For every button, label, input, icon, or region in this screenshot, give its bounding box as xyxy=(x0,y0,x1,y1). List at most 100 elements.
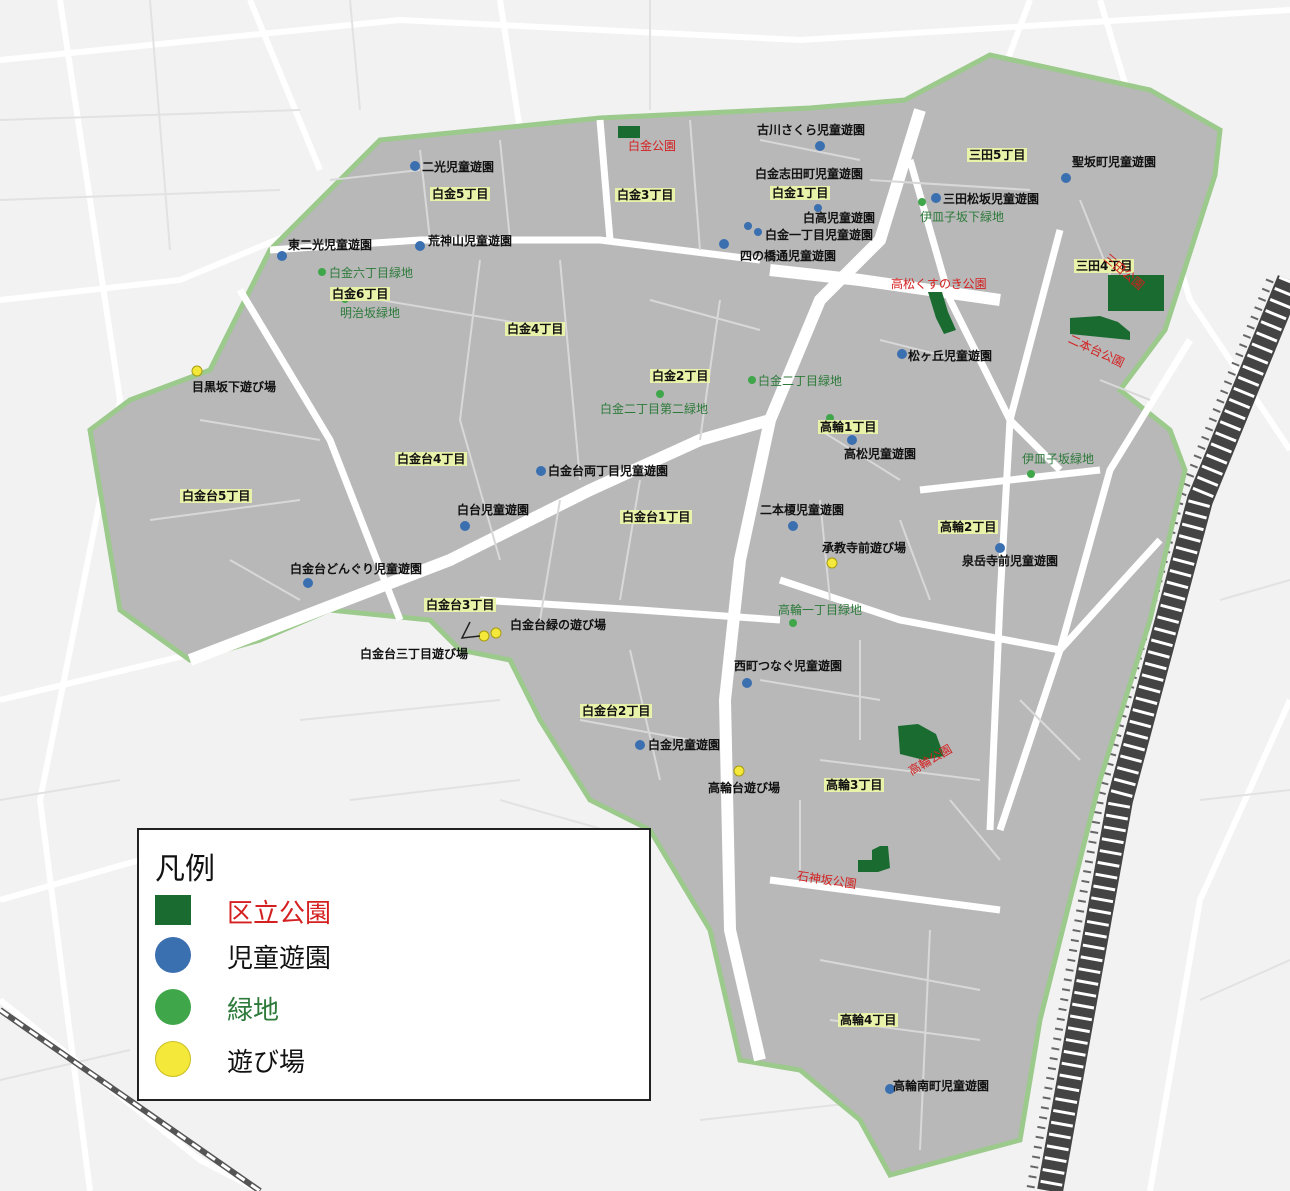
legend-label: 遊び場 xyxy=(227,1048,306,1078)
marker-nihon-enoki xyxy=(788,521,798,531)
marker-shirokanedai-ryo xyxy=(536,466,546,476)
park-nishidai xyxy=(1070,316,1130,340)
park-takanawa xyxy=(898,724,944,760)
marker-kotohira xyxy=(415,241,425,251)
marker-donguri xyxy=(303,578,313,588)
park-label: 白金公園 xyxy=(628,139,677,153)
marker-mita-matsuzaka xyxy=(931,193,941,203)
park-mita xyxy=(1108,275,1164,311)
marker-shirokane-suedomachi xyxy=(814,204,822,212)
district-label: 高輪4丁目 xyxy=(838,1013,899,1027)
playground-markers xyxy=(277,141,1071,1094)
green-label: 明治坂緑地 xyxy=(340,306,401,320)
playground-label: 西町つなぐ児童遊園 xyxy=(734,659,843,673)
marker-shirokane1-child xyxy=(754,228,762,236)
marker-shirokane2-second xyxy=(656,390,664,398)
playground-label: 白金台どんぐり児童遊園 xyxy=(290,562,423,576)
playground-label: 松ヶ丘児童遊園 xyxy=(908,349,993,363)
marker-sarumachi xyxy=(1061,173,1071,183)
marker-isarago xyxy=(918,198,926,206)
legend: 凡例 区立公園 児童遊園 緑地 遊び場 xyxy=(137,828,651,1101)
green-label: 白金二丁目緑地 xyxy=(758,374,843,388)
leader-line xyxy=(460,621,481,639)
playground-label: 二本榎児童遊園 xyxy=(760,503,845,517)
green-label: 白金六丁目緑地 xyxy=(329,266,414,280)
park-label: 高松くすのき公園 xyxy=(891,277,987,291)
district-label: 白金台2丁目 xyxy=(580,704,653,718)
legend-label: 緑地 xyxy=(227,996,280,1026)
marker-shirodai xyxy=(460,521,470,531)
district-label: 白金4丁目 xyxy=(505,322,566,336)
park-ishikami xyxy=(858,846,890,872)
railway xyxy=(0,275,1290,1191)
playground-label: 高松児童遊園 xyxy=(844,447,917,461)
district-area xyxy=(87,52,1223,1178)
marker-furukawa-sakura xyxy=(815,141,825,151)
green-markers xyxy=(318,198,1035,627)
marker-takamatsu xyxy=(847,435,857,445)
playground-swatch-icon xyxy=(155,937,191,973)
play-area-markers xyxy=(191,365,838,777)
green-label: 伊皿子坂緑地 xyxy=(1022,452,1095,466)
marker-shirotaka xyxy=(744,222,752,230)
district-label: 白金台3丁目 xyxy=(424,598,497,612)
legend-label: 区立公園 xyxy=(227,899,332,929)
play-area-label: 高輪台遊び場 xyxy=(708,781,781,795)
park-areas xyxy=(618,126,1164,872)
legend-title: 凡例 xyxy=(155,852,215,887)
marker-takanawa-minami xyxy=(885,1084,895,1094)
district-label: 高輪1丁目 xyxy=(818,420,879,434)
district-label: 白金台4丁目 xyxy=(395,452,468,466)
marker-shokyouji xyxy=(826,557,838,569)
playground-label: 白高児童遊園 xyxy=(803,211,876,225)
district-label: 白金2丁目 xyxy=(650,369,711,383)
playground-label: 白金一丁目児童遊園 xyxy=(765,228,874,242)
park-takamatsu-kusunoki xyxy=(928,292,956,334)
district-label: 高輪2丁目 xyxy=(938,520,999,534)
marker-takanawa1-green xyxy=(789,619,797,627)
marker-shirokanedai-child xyxy=(635,740,645,750)
playground-label: 白金児童遊園 xyxy=(648,738,721,752)
marker-nishimachi xyxy=(742,678,752,688)
marker-shirokane6-green xyxy=(318,268,326,276)
play-area-label: 目黒坂下遊び場 xyxy=(192,380,277,394)
playground-label: 古川さくら児童遊園 xyxy=(757,123,866,137)
playground-label: 聖坂町児童遊園 xyxy=(1072,155,1157,169)
marker-takanawadai xyxy=(733,765,745,777)
district-label: 白金5丁目 xyxy=(430,187,491,201)
play-area-label: 白金台三丁目遊び場 xyxy=(360,647,469,661)
playground-label: 四の橋通児童遊園 xyxy=(740,249,837,263)
green-label: 伊皿子坂下緑地 xyxy=(920,210,1005,224)
playground-label: 白台児童遊園 xyxy=(457,503,530,517)
marker-shirokanedai3-play xyxy=(478,630,490,642)
playground-label: 高輪南町児童遊園 xyxy=(893,1079,990,1093)
legend-label: 児童遊園 xyxy=(227,944,332,974)
district-label: 白金1丁目 xyxy=(770,186,831,200)
green-label: 白金二丁目第二緑地 xyxy=(600,402,709,416)
playground-label: 二光児童遊園 xyxy=(422,160,495,174)
marker-senkakuji xyxy=(995,543,1005,553)
district-label: 三田4丁目 xyxy=(1074,259,1135,273)
marker-shirokanedai-midori xyxy=(490,627,502,639)
playground-label: 白金志田町児童遊園 xyxy=(755,167,864,181)
district-label: 高輪3丁目 xyxy=(824,778,885,792)
playground-label: 三田松坂児童遊園 xyxy=(943,192,1040,206)
district-label: 白金3丁目 xyxy=(615,188,676,202)
green-label: 高輪一丁目緑地 xyxy=(778,603,863,617)
marker-isaragozaka xyxy=(1027,470,1035,478)
play-area-swatch-icon xyxy=(155,1041,191,1077)
play-area-label: 白金台緑の遊び場 xyxy=(510,618,607,632)
playground-label: 東二光児童遊園 xyxy=(288,238,373,252)
main-roads xyxy=(187,108,1001,1062)
playground-label: 白金台両丁目児童遊園 xyxy=(548,464,669,478)
marker-matsugaoka xyxy=(897,349,907,359)
district-label: 三田5丁目 xyxy=(967,148,1028,162)
park-shirokane xyxy=(618,126,640,138)
marker-meguro-shita xyxy=(191,365,203,377)
secondary-roads xyxy=(236,119,1193,914)
playground-label: 泉岳寺前児童遊園 xyxy=(962,554,1059,568)
marker-higashi-nikou xyxy=(277,251,287,261)
marker-shirokane2-green xyxy=(748,376,756,384)
